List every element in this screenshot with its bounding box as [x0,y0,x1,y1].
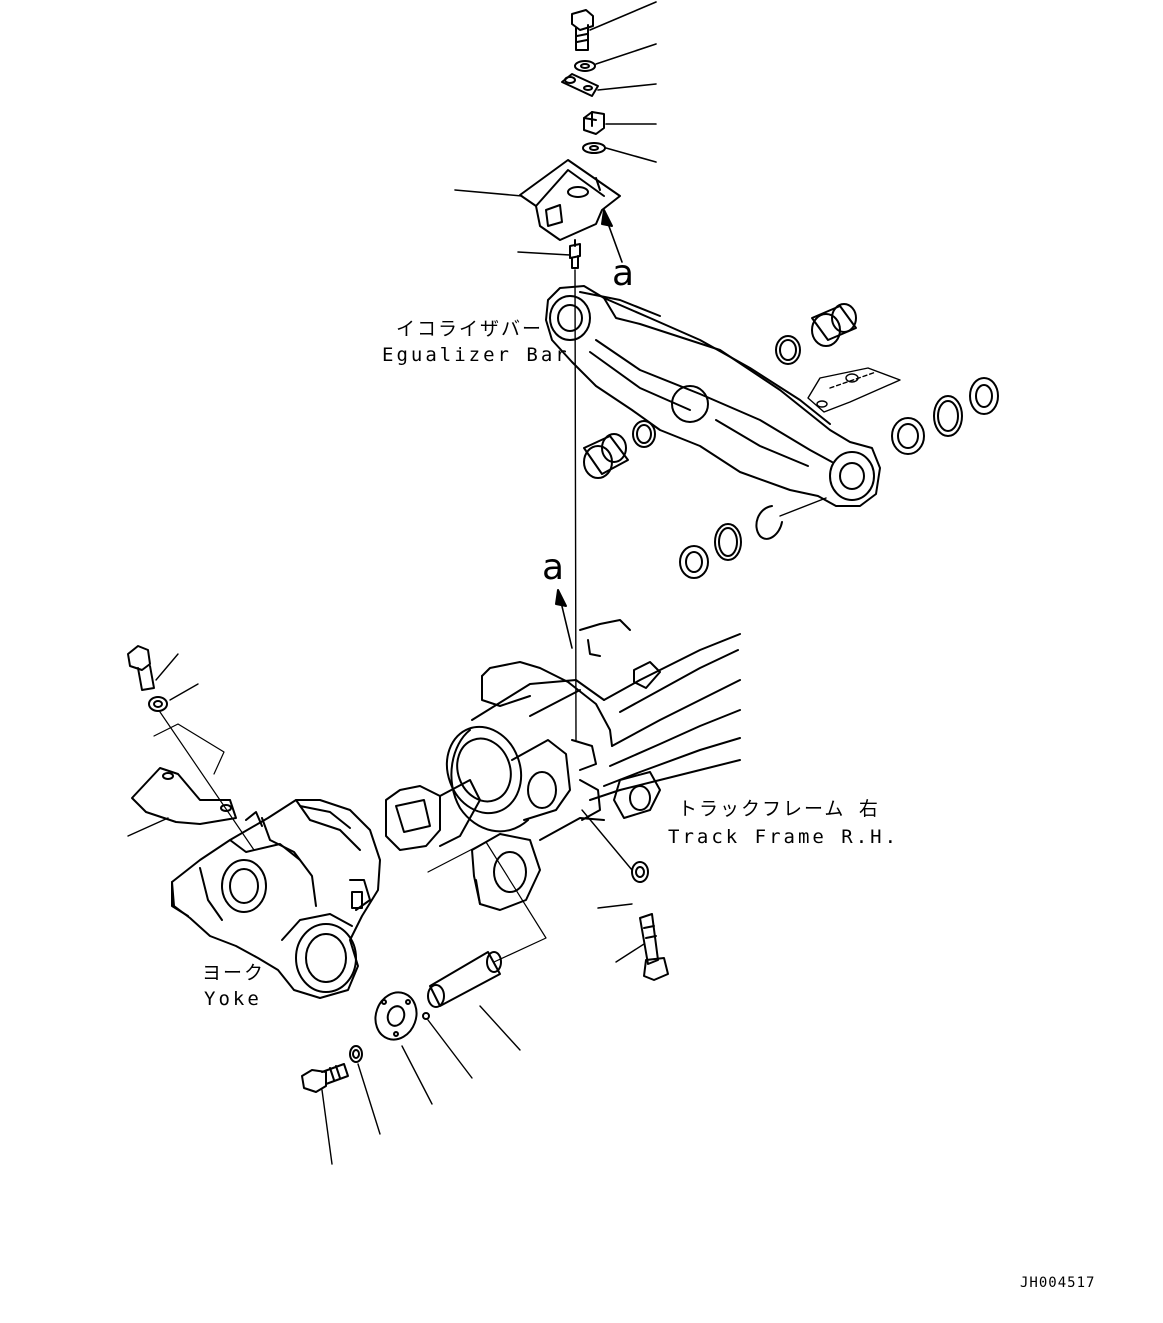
track-frame-label-jp: トラックフレーム 右 [678,798,880,820]
equalizer-bar [545,285,881,507]
equalizer-bar-label-jp: イコライザバー [396,318,544,340]
snap-ring [755,497,827,540]
track-frame [385,619,741,911]
arrow-a-top [601,209,623,263]
drawing-code: JH004517 [1020,1275,1096,1291]
yoke-pin [427,841,547,1051]
retainer-plate [374,991,433,1105]
equalizer-cover-bracket [519,159,621,241]
yoke [171,799,381,999]
reference-a-top: a [612,253,635,294]
grease-fitting [569,239,581,269]
equalizer-bar-label-en: Egualizer Bar [382,344,570,366]
frame-leader [581,809,633,871]
reference-a-middle: a [542,547,565,588]
equalizer-bushing-lower [583,433,629,479]
lower-seal-ring-a [679,545,709,579]
top-bolt [571,9,594,51]
right-seal-ring-b [933,395,963,437]
hex-nut [583,111,605,135]
yoke-cover-plate [127,711,255,851]
yoke-cover-bolt [127,645,179,691]
right-seal-ring-c [969,377,999,415]
yoke-cover-washer [148,683,199,712]
retainer-bolt [301,1063,349,1165]
grease-nipple-small [422,1012,473,1079]
equalizer-bushing-upper [811,303,857,347]
frame-bolt [615,913,669,981]
lower-seal-ring-b [714,523,742,561]
equalizer-side-plate [807,367,901,413]
top-leaders [454,1,657,256]
yoke-label-en: Yoke [204,988,262,1010]
track-frame-label-en: Track Frame R.H. [668,826,900,848]
equalizer-seal-ring-2 [632,420,656,448]
center-line [574,269,577,741]
right-seal-ring-a [891,417,925,455]
arrow-a-middle [555,589,573,649]
frame-washer [597,861,649,909]
yoke-label-jp: ヨーク [202,962,266,984]
nut-washer [582,142,606,154]
top-washer [574,60,596,72]
equalizer-seal-ring-1 [775,335,801,365]
retainer-washer [349,1045,381,1135]
lock-plate [561,73,599,97]
